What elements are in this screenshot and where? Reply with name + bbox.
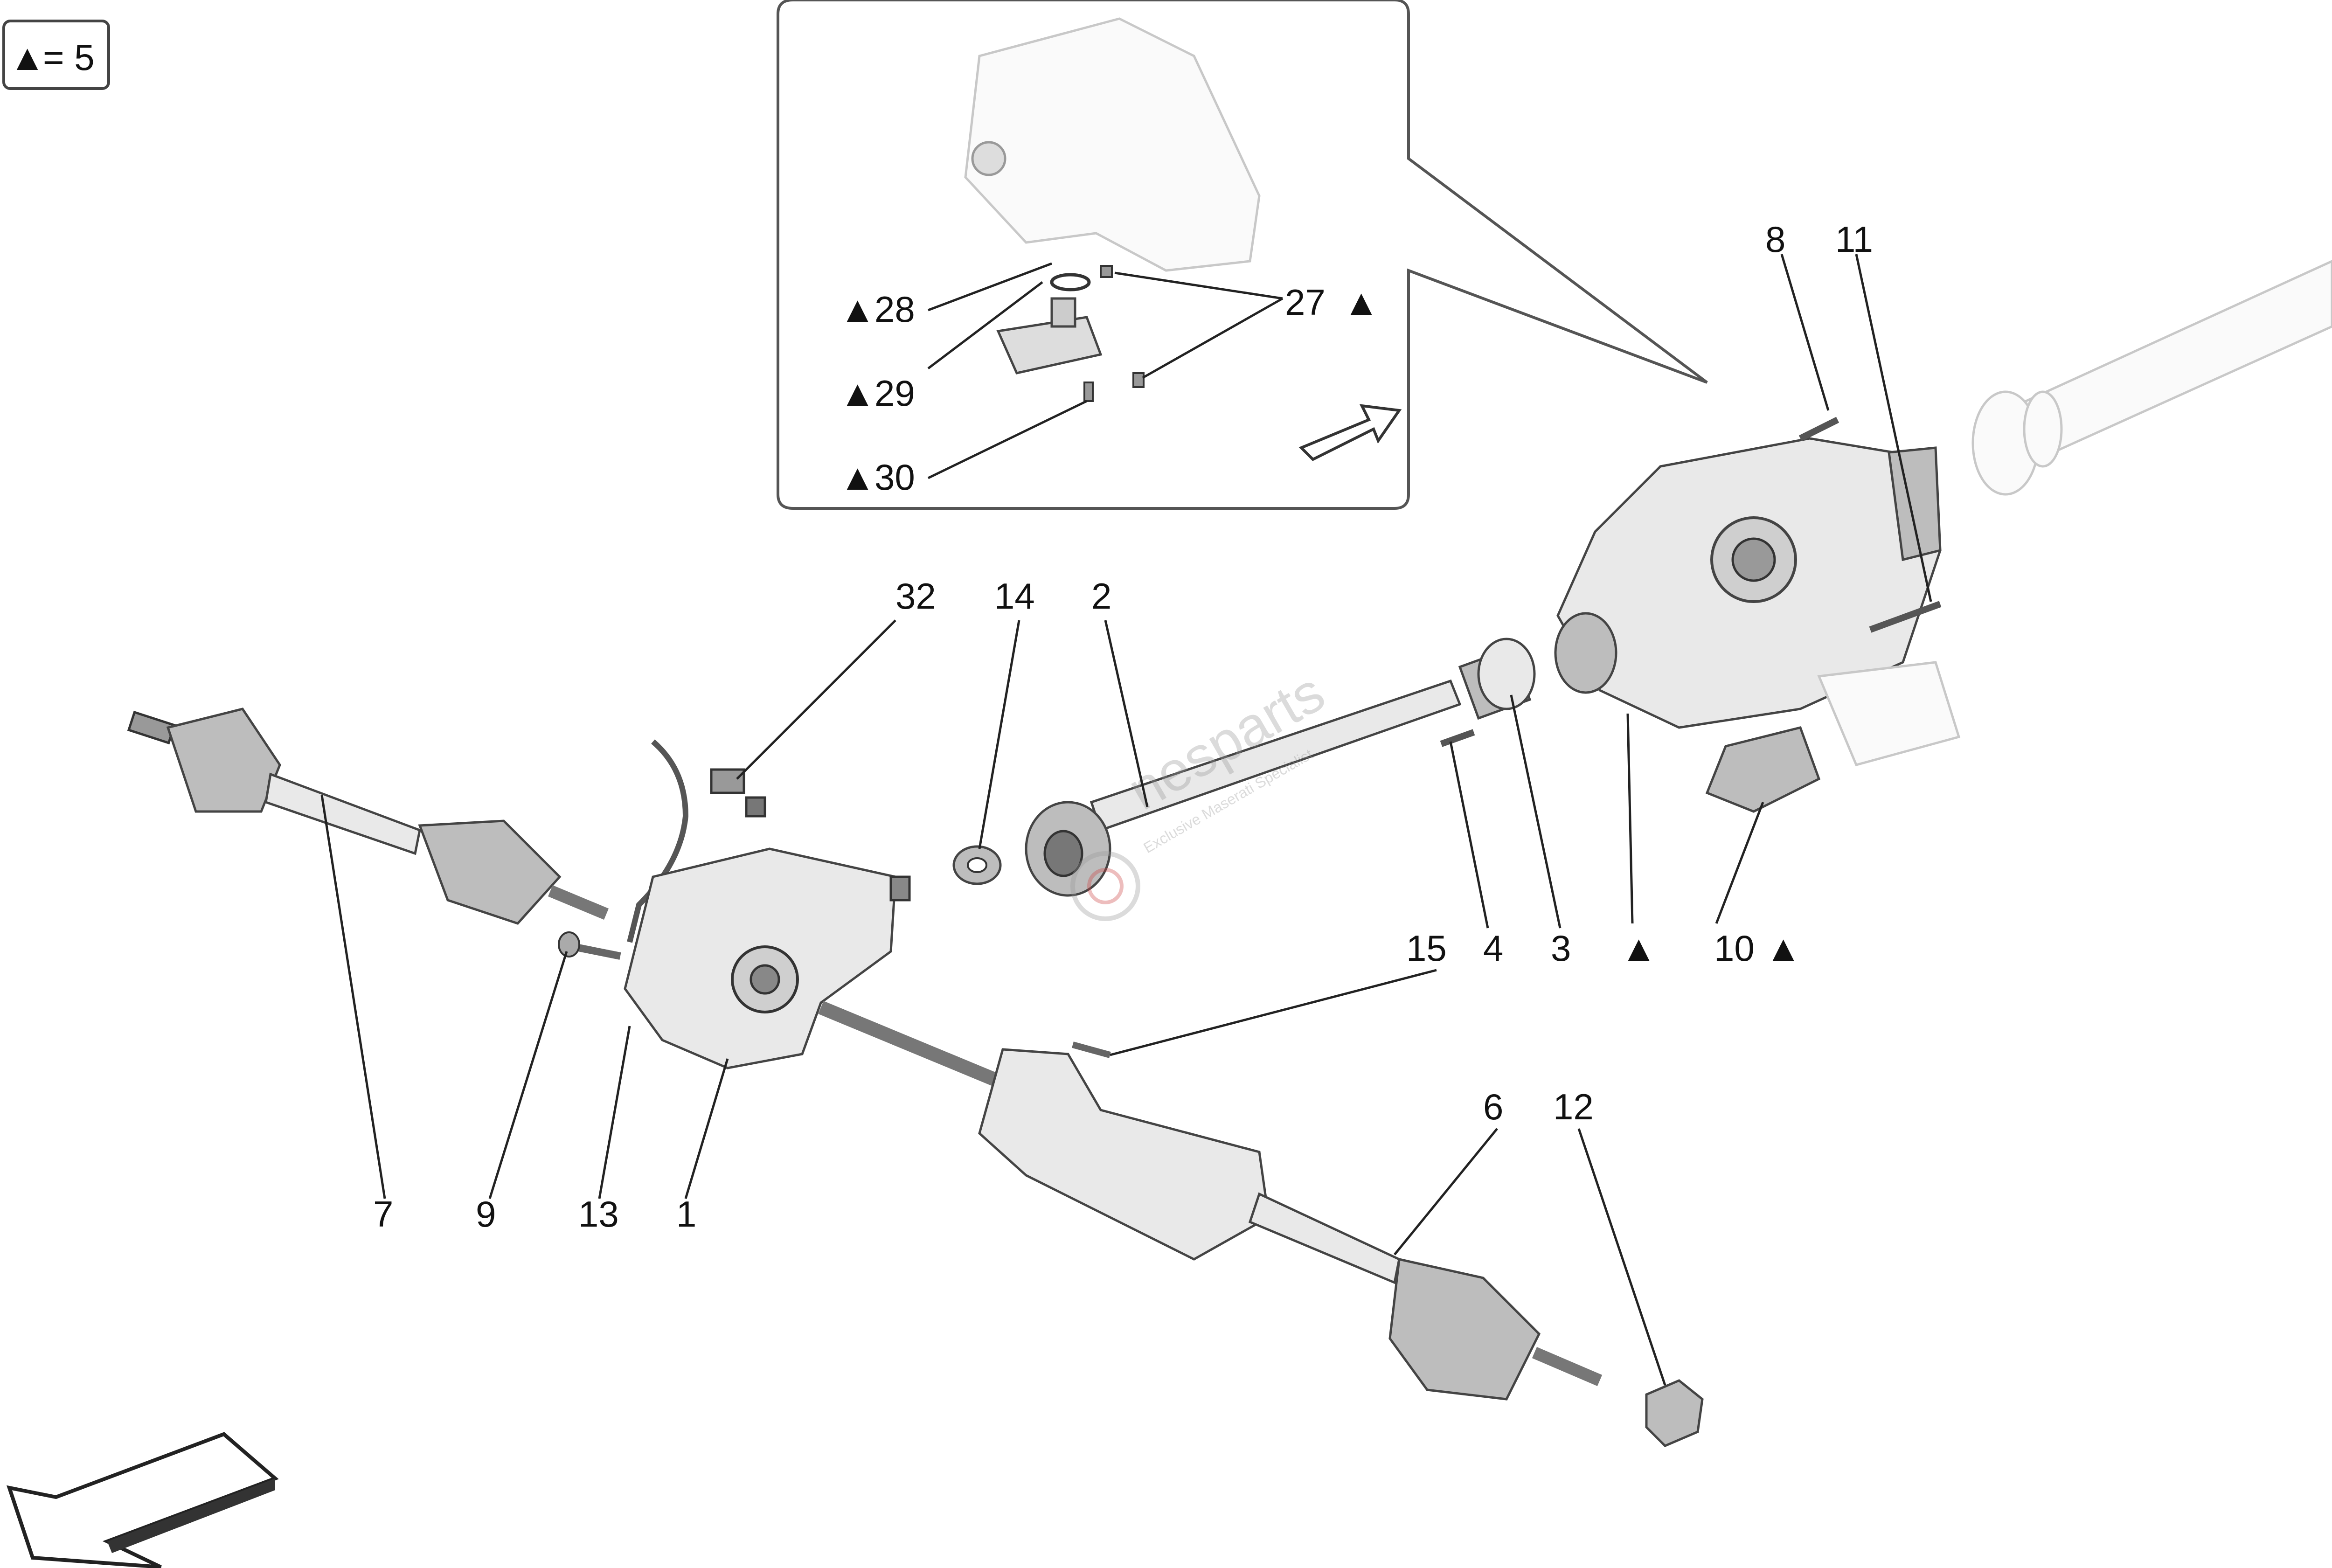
inset-screw: [1083, 382, 1094, 402]
leader-28: [928, 262, 1052, 312]
callout-28: 28: [874, 289, 915, 330]
right-driveshaft-6: [818, 1001, 1603, 1401]
callout-15: 15: [1406, 928, 1447, 969]
callout-1: 1: [676, 1193, 696, 1235]
cap-12: [1645, 1379, 1704, 1447]
leader-lines: [320, 254, 1932, 1386]
marker-28: ▲: [840, 289, 875, 330]
watermark-logo: nesparts Exclusive Maserati Specialist: [1070, 660, 1335, 921]
left-driveshaft-7: [127, 708, 609, 925]
marker-triangle: ▲: [1621, 928, 1657, 969]
callout-32: 32: [895, 576, 936, 617]
inset-stud: [1100, 265, 1113, 278]
bolt-15: [1072, 1041, 1111, 1058]
legend-symbol: ▲: [9, 37, 45, 78]
callout-11: 11: [1835, 219, 1873, 260]
legend-text: = 5: [43, 37, 95, 78]
callout-14: 14: [994, 576, 1035, 617]
inset-transfer-case: [964, 17, 1261, 272]
callout-9: 9: [476, 1193, 496, 1235]
inset-nut: [1132, 372, 1145, 388]
callout-7: 7: [373, 1193, 393, 1235]
mount-bracket-10: [1705, 726, 1821, 813]
callout-12: 12: [1553, 1086, 1594, 1127]
callout-29: 29: [874, 373, 915, 414]
callout-10: 10: [1714, 928, 1755, 969]
front-differential: [624, 847, 911, 1069]
callout-4: 4: [1483, 928, 1503, 969]
callout-2: 2: [1091, 576, 1111, 617]
marker-29: ▲: [840, 373, 875, 414]
direction-arrow-icon: [7, 1432, 279, 1568]
callout-6: 6: [1483, 1086, 1503, 1127]
callout-13: 13: [578, 1193, 619, 1235]
callout-30: 30: [874, 457, 915, 498]
leader-27b: [1142, 297, 1284, 379]
inset-o-ring: [1050, 273, 1091, 291]
callout-27: 27: [1285, 282, 1326, 323]
bolts: [1440, 416, 1942, 747]
marker-30: ▲: [840, 457, 875, 498]
inset-detail: ▲ 28 ▲ 29 ▲ 30 27 ▲: [777, 0, 1708, 510]
leader-29: [927, 281, 1043, 369]
marker-10: ▲: [1765, 928, 1801, 969]
front-propeller-shaft: [1025, 638, 1536, 897]
inset-direction-arrow-icon: [1298, 404, 1402, 461]
callout-8: 8: [1765, 219, 1785, 260]
leader-27a: [1114, 271, 1283, 300]
inset-sensor: [1050, 297, 1076, 328]
callout-3: 3: [1551, 928, 1571, 969]
transfer-case: [1554, 437, 1961, 766]
inset-output-flange: [971, 141, 1006, 176]
marker-27: ▲: [1343, 282, 1379, 323]
callouts: 8 11 32 14 2 15 4 3 ▲ 10 ▲ 7 9 13 1 6 12: [373, 219, 1873, 1235]
legend-box: ▲ = 5: [2, 20, 110, 90]
bolt-9: [558, 931, 621, 960]
leader-30: [927, 400, 1088, 479]
rear-propeller-shaft: [1971, 260, 2332, 496]
